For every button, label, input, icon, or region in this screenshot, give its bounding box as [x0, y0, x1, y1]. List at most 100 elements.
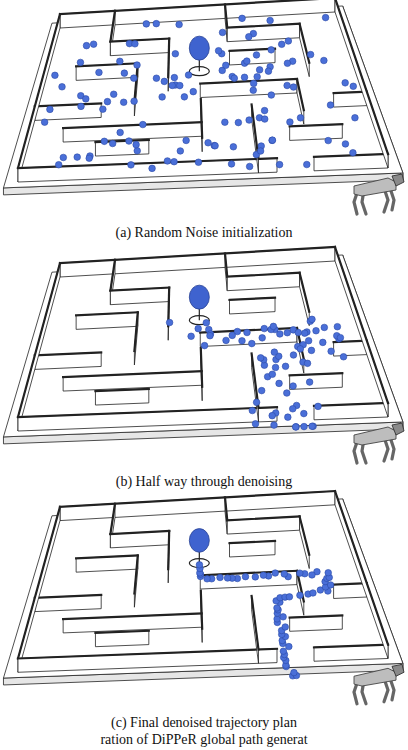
maze-wall: [227, 273, 299, 291]
trajectory-point: [204, 576, 211, 583]
trajectory-point: [83, 42, 90, 49]
wall-top: [300, 273, 310, 312]
trajectory-point: [52, 72, 59, 79]
wall-top: [35, 595, 101, 598]
trajectory-point: [100, 106, 107, 113]
trajectory-point: [271, 422, 278, 429]
trajectory-point: [196, 562, 203, 569]
trajectory-point: [269, 412, 276, 419]
trajectory-point: [130, 75, 137, 82]
trajectory-point: [285, 414, 292, 421]
maze-wall: [297, 571, 304, 615]
trajectory-point: [211, 142, 218, 149]
robot-body: [354, 427, 396, 445]
trajectory-point: [166, 319, 173, 326]
wall-top: [110, 531, 169, 534]
trajectory-point: [259, 335, 266, 342]
maze-wall: [290, 373, 343, 389]
maze-wall: [134, 63, 137, 116]
trajectory-point: [313, 327, 320, 334]
trajectory-point: [244, 329, 251, 336]
wall-top: [225, 4, 227, 27]
trajectory-point: [120, 99, 127, 106]
robot-dog: [354, 423, 404, 463]
wall-top: [63, 122, 202, 128]
maze-wall: [227, 516, 299, 534]
wall-top: [230, 298, 276, 300]
trajectory-point: [295, 329, 302, 336]
trajectory-point: [117, 58, 124, 65]
wall-top: [60, 0, 335, 14]
wall-top: [168, 531, 169, 569]
wall-top: [63, 613, 202, 619]
trajectory-point: [171, 158, 178, 165]
goal-balloon: [189, 36, 209, 60]
trajectory-point: [228, 161, 235, 168]
trajectory-point: [342, 80, 349, 87]
trajectory-point: [96, 69, 103, 76]
trajectory-point: [181, 94, 188, 101]
trajectory-point: [231, 75, 238, 82]
wall-top: [76, 555, 138, 558]
maze-wall: [168, 531, 169, 583]
maze-wall: [200, 79, 297, 98]
maze-wall: [201, 591, 202, 643]
trajectory-point: [217, 574, 224, 581]
trajectory-point: [153, 75, 160, 82]
trajectory-point: [258, 387, 265, 394]
maze-wall: [201, 348, 202, 401]
robot-body: [354, 668, 396, 686]
wall-top: [201, 348, 202, 387]
trajectory-point: [301, 410, 308, 417]
wall-top: [290, 615, 343, 617]
trajectory-point: [212, 142, 219, 149]
maze-wall: [60, 247, 335, 277]
trajectory-point: [301, 330, 308, 337]
wall-top: [18, 407, 277, 417]
robot-body: [354, 178, 396, 196]
wall-top: [134, 63, 137, 102]
maze-wall: [335, 491, 388, 658]
trajectory-point: [290, 352, 297, 359]
wall-top: [227, 273, 299, 277]
trajectory-point: [352, 114, 359, 121]
trajectory-point: [190, 88, 197, 95]
trajectory-point: [274, 605, 281, 612]
trajectory-point: [322, 14, 329, 21]
maze-wall: [134, 312, 137, 365]
trajectory-point: [270, 323, 277, 330]
trajectory-point: [55, 161, 62, 168]
maze-wall: [18, 507, 60, 672]
trajectory-point: [276, 380, 283, 387]
maze-wall: [290, 124, 343, 140]
trajectory-point: [241, 74, 248, 81]
trajectory-point: [260, 572, 267, 579]
trajectory-point: [230, 143, 237, 150]
wall-top: [76, 312, 138, 315]
trajectory-point: [134, 62, 141, 69]
wall-top: [18, 158, 277, 168]
trajectory-point: [205, 139, 212, 146]
maze-wall: [18, 407, 277, 431]
wall-top: [168, 39, 169, 78]
maze-wall: [230, 541, 276, 557]
maze-wall: [35, 103, 101, 120]
maze-wall: [110, 288, 169, 305]
wall-top: [35, 103, 101, 106]
trajectory-point: [340, 353, 347, 360]
trajectory-point: [117, 129, 124, 136]
wall-top: [110, 504, 115, 534]
trajectory-point: [252, 421, 259, 428]
trajectory-point: [223, 337, 230, 344]
trajectory-point: [104, 98, 111, 105]
maze-wall: [314, 403, 388, 420]
wall-top: [225, 497, 227, 520]
trajectory-point: [269, 137, 276, 144]
maze-wall: [134, 555, 137, 607]
maze-wall: [60, 0, 335, 28]
wall-top: [201, 591, 202, 629]
wall-top: [201, 99, 202, 138]
trajectory-point: [253, 399, 260, 406]
trajectory-point: [309, 423, 316, 430]
trajectory-point: [195, 159, 202, 166]
